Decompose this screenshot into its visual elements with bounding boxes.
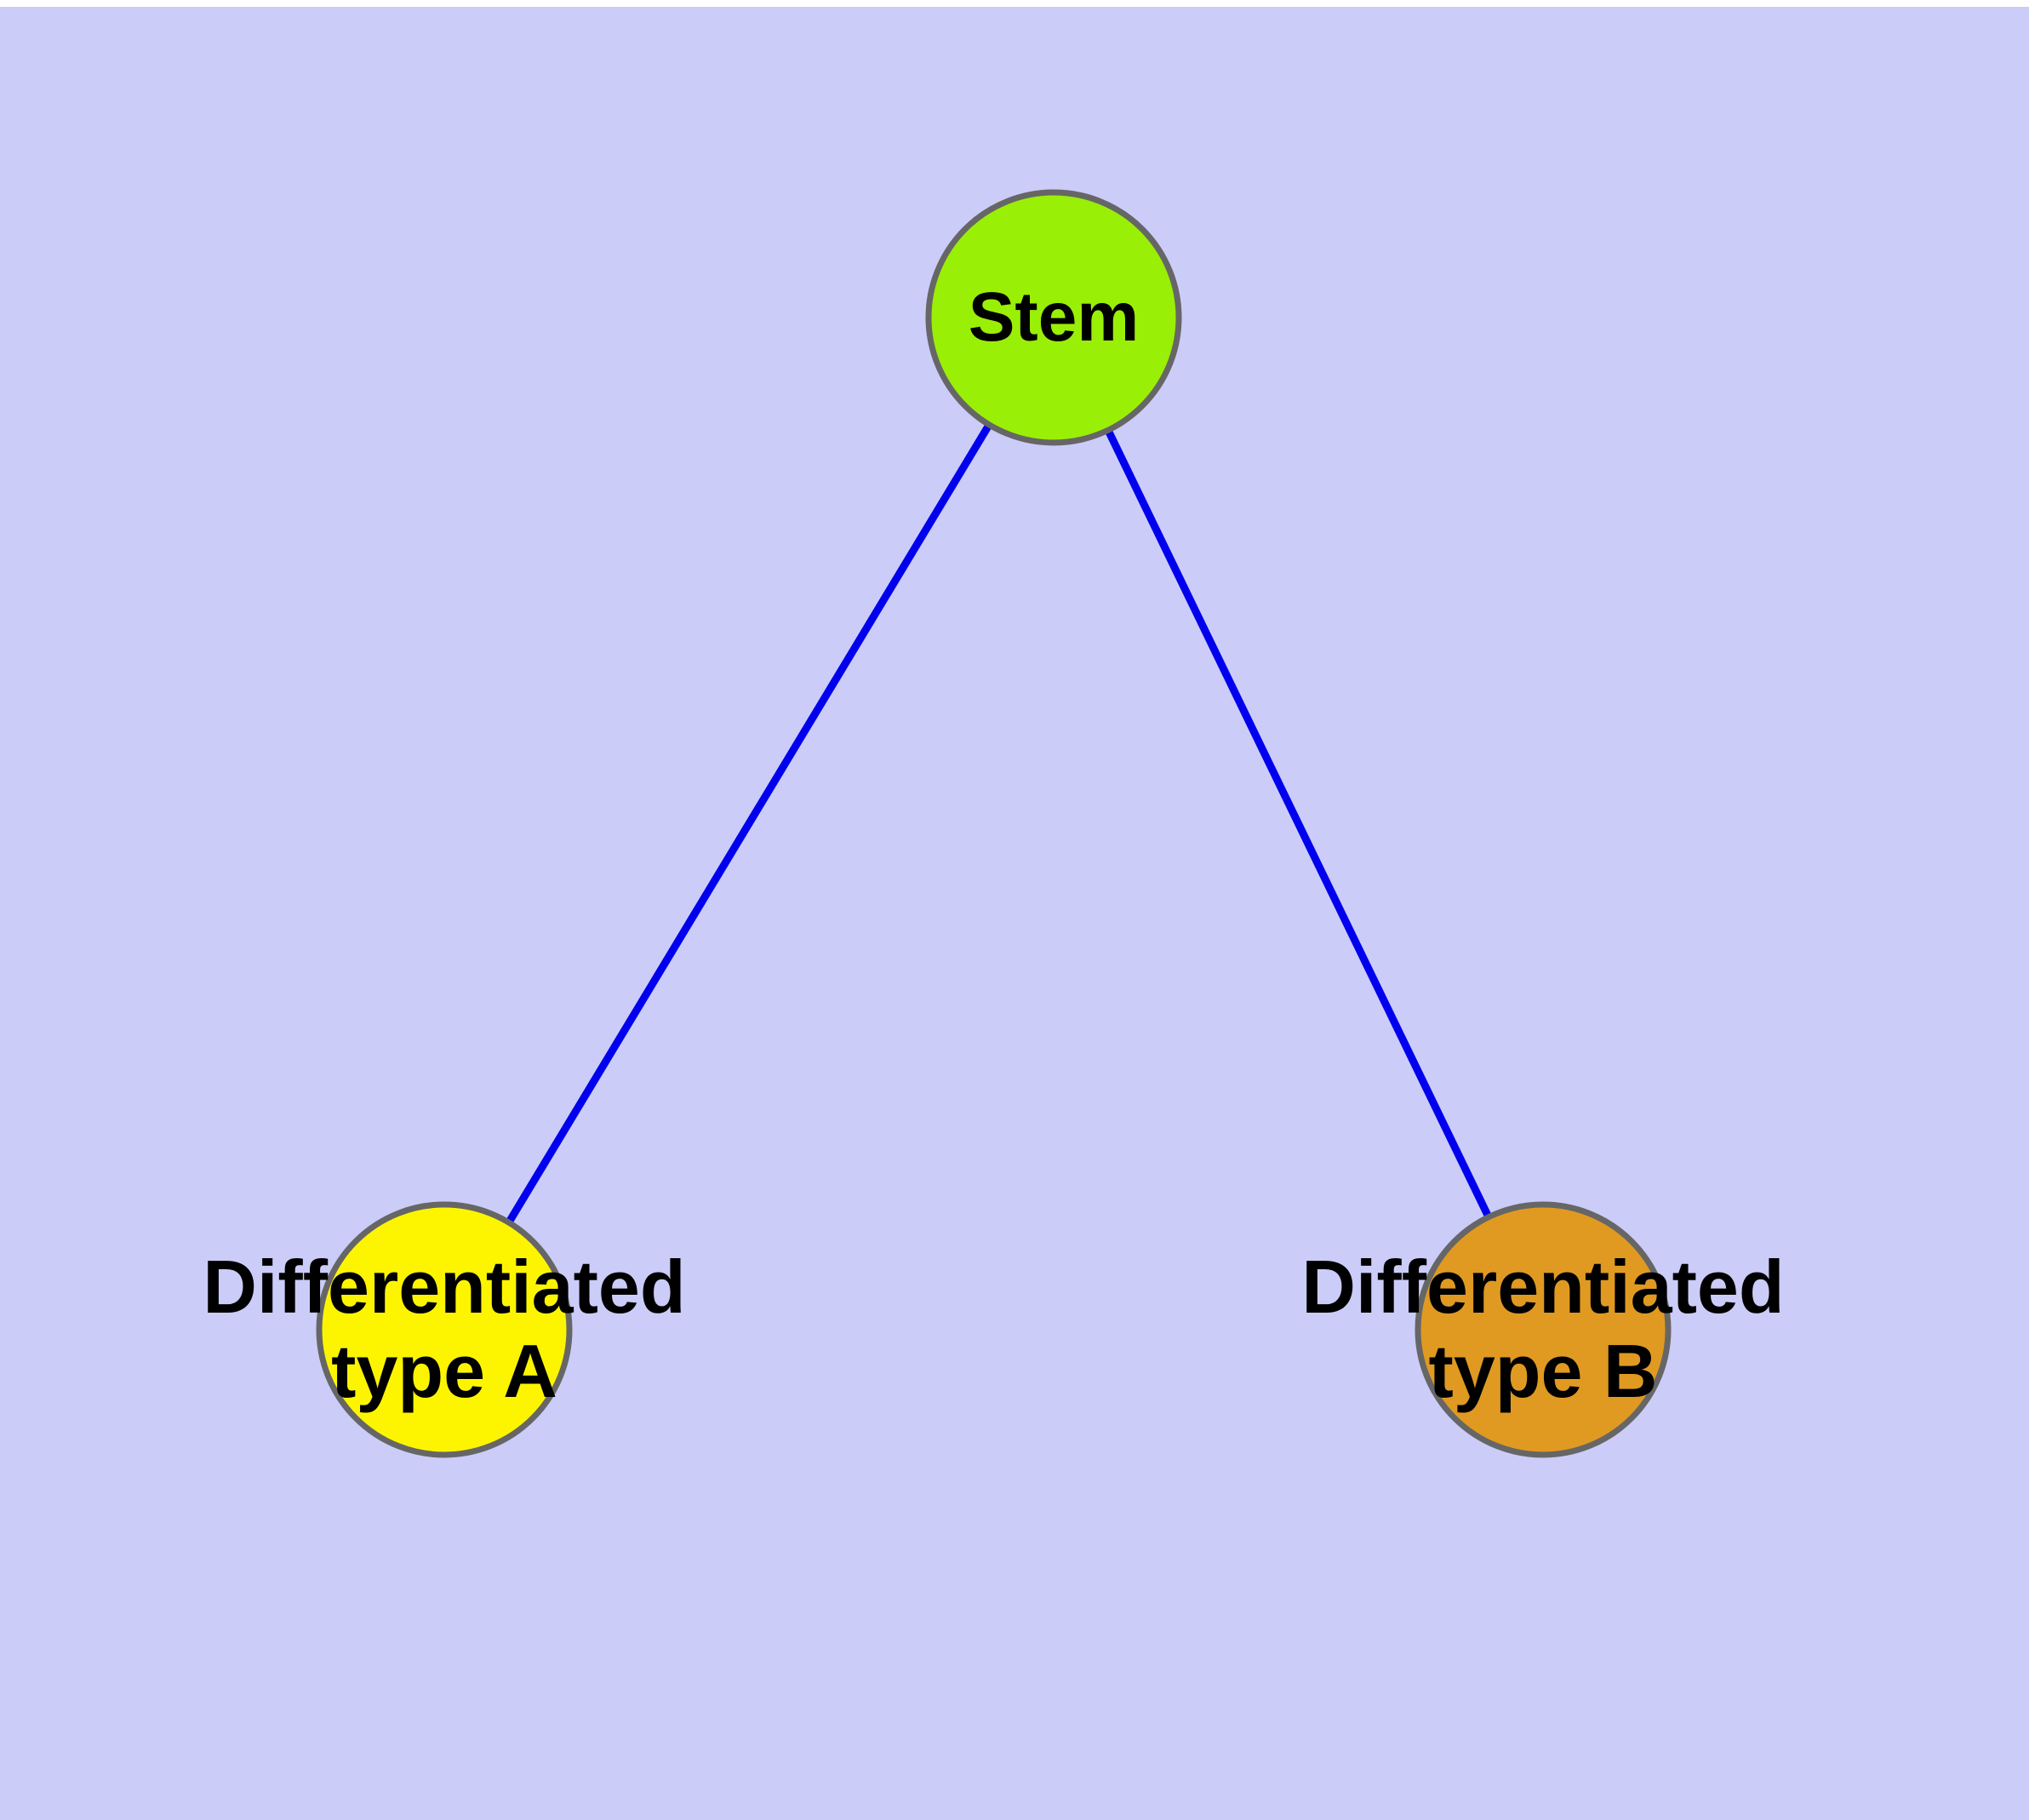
node-differentiated-type-b[interactable]: [1415, 1201, 1672, 1458]
node-stem[interactable]: [925, 189, 1182, 446]
edge-layer: [441, 315, 1547, 1332]
edge-stem-to-differentiated-type-b: [1049, 316, 1547, 1331]
node-differentiated-type-a[interactable]: [316, 1201, 573, 1458]
node-layer: [316, 189, 1672, 1458]
edge-stem-to-differentiated-type-a: [441, 315, 1057, 1332]
